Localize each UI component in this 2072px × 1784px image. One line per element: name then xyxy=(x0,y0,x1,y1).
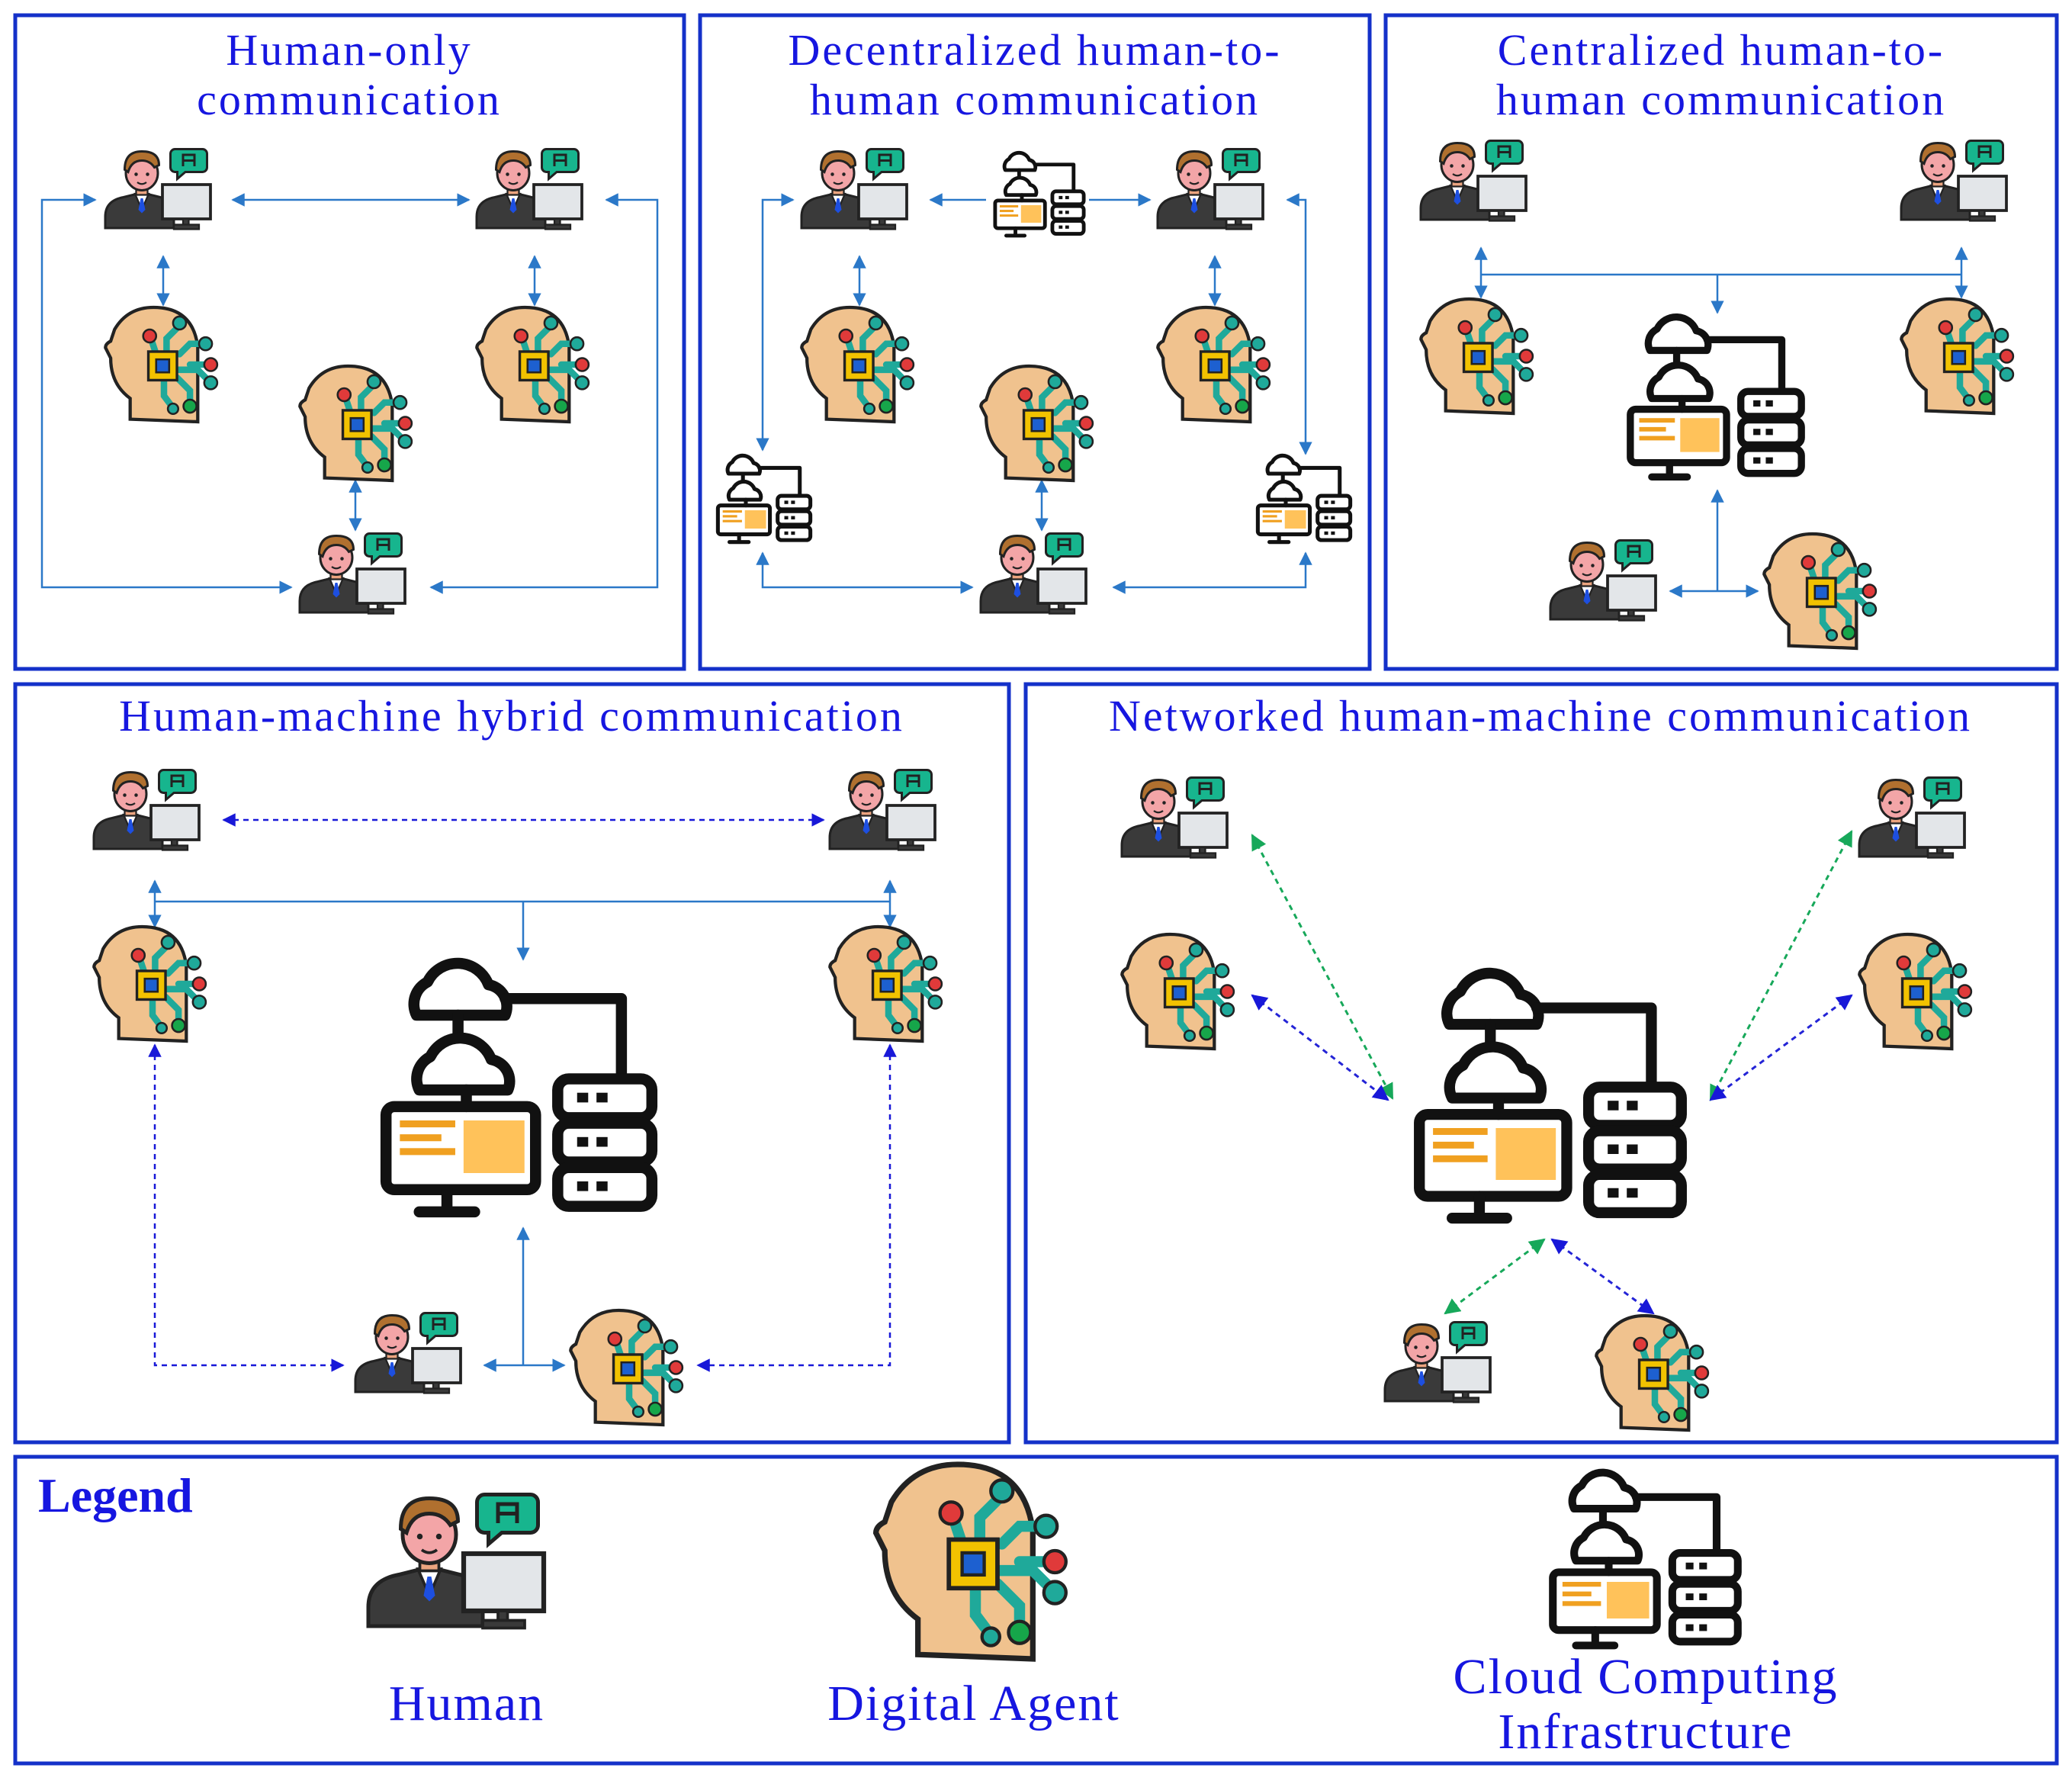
panel-title-decentralized: Decentralized human-to- xyxy=(788,25,1281,75)
legend-title: Legend xyxy=(38,1468,193,1522)
panel-human-only-connectors xyxy=(40,193,659,594)
panel-title-networked: Networked human-machine communication xyxy=(1109,691,1972,741)
legend-label-cloud-line2: Infrastructure xyxy=(1498,1704,1793,1760)
panel-hybrid-connectors xyxy=(148,813,897,1372)
legend-label-cloud: Cloud Computing xyxy=(1454,1649,1839,1705)
panel-decentralized-connectors xyxy=(756,193,1312,594)
legend-label-digital-agent: Digital Agent xyxy=(827,1676,1120,1731)
panel-title-human-only: Human-only xyxy=(226,25,472,75)
panel-title-decentralized-line2: human communication xyxy=(810,75,1260,124)
panel-centralized-connectors xyxy=(1474,246,1968,598)
legend-label-human: Human xyxy=(389,1676,545,1731)
panel-title-centralized: Centralized human-to- xyxy=(1498,25,1945,75)
panel-networked-connectors xyxy=(1251,830,1853,1315)
panel-title-hybrid: Human-machine hybrid communication xyxy=(119,691,904,741)
panel-title-centralized-line2: human communication xyxy=(1496,75,1946,124)
panel-title-human-only-line2: communication xyxy=(197,75,502,124)
